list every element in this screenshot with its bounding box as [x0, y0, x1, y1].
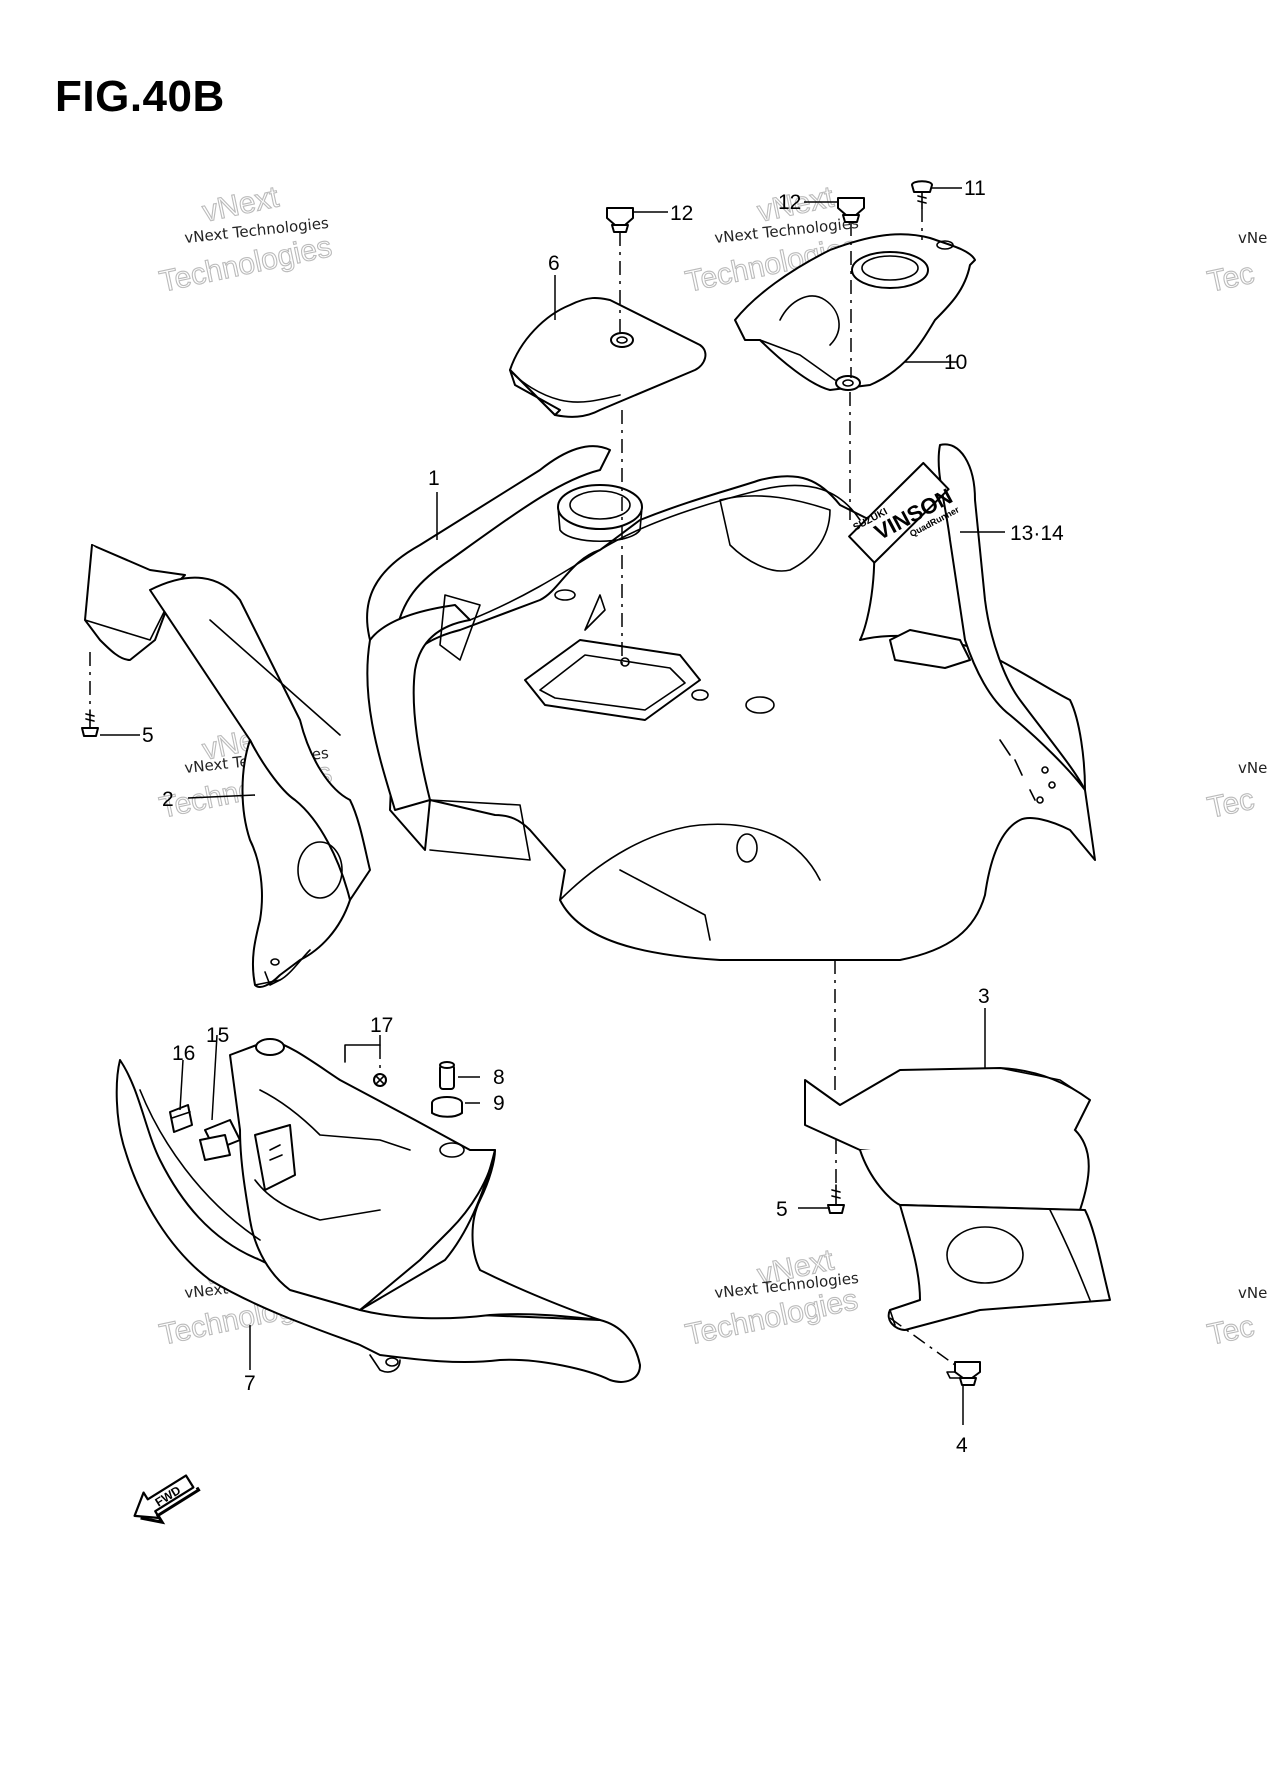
part-16-emblem: [169, 1104, 193, 1133]
callout-15: 15: [206, 1024, 229, 1047]
callout-5-left: 5: [142, 724, 154, 747]
callout-1: 1: [428, 467, 440, 490]
part-7-front-cover: [115, 1038, 641, 1383]
part-6-panel: [509, 297, 707, 418]
callout-5-right: 5: [776, 1198, 788, 1221]
assembly-line-6: [619, 232, 623, 665]
svg-text:vNe: vNe: [1238, 229, 1267, 247]
part-9-grommet: [431, 1096, 463, 1118]
part-17-clip: [373, 1073, 387, 1087]
callout-6: 6: [548, 252, 560, 275]
part-5-screw-right: [827, 1184, 845, 1214]
callout-16: 16: [172, 1042, 195, 1065]
callout-8: 8: [493, 1066, 505, 1089]
part-1-front-fender: [366, 443, 1096, 961]
watermark-top-right: vNe Tec: [1204, 229, 1267, 299]
forward-arrow-icon: FWD: [133, 1474, 201, 1525]
part-4-bolt: [946, 1361, 981, 1386]
part-3-right-inner-guard: [804, 1067, 1111, 1331]
callout-3: 3: [978, 985, 990, 1008]
callout-12-left: 12: [670, 202, 693, 225]
callout-13-14: 13·14: [1010, 522, 1064, 545]
part-8-spacer: [439, 1061, 455, 1090]
figure-title: FIG.40B: [55, 72, 225, 121]
callout-17: 17: [370, 1014, 393, 1037]
svg-text:Tec: Tec: [1205, 1310, 1258, 1352]
assembly-line-10: [849, 222, 852, 520]
part-11-screw: [911, 180, 933, 209]
svg-text:vNe: vNe: [1238, 759, 1267, 777]
callout-10: 10: [944, 351, 967, 374]
bracket-17: [344, 1044, 381, 1063]
assembly-line-4: [889, 1317, 956, 1366]
svg-text:Tec: Tec: [1205, 783, 1258, 825]
watermark-bottom-center: vNext vNext Technologies Technologies: [682, 1243, 861, 1352]
part-12-bolt-left: [606, 207, 634, 233]
callout-4: 4: [956, 1434, 968, 1457]
svg-text:Tec: Tec: [1205, 257, 1258, 299]
callout-12-right: 12: [778, 191, 801, 214]
callout-11: 11: [964, 177, 986, 200]
part-10-cover: [734, 233, 976, 391]
callout-7: 7: [244, 1372, 256, 1395]
part-5-screw-left: [81, 709, 99, 737]
watermark-top-left: vNext vNext Technologies Technologies: [156, 180, 335, 299]
part-15-emblem: [199, 1119, 241, 1161]
part-12-bolt-right: [837, 197, 865, 223]
part-2-left-inner-guard: [84, 544, 371, 988]
watermark-bottom-right: vNe Tec: [1204, 1284, 1267, 1352]
callout-2: 2: [162, 788, 174, 811]
watermark-mid-right: vNe Tec: [1204, 759, 1267, 825]
svg-text:vNe: vNe: [1238, 1284, 1267, 1302]
callout-9: 9: [493, 1092, 505, 1115]
